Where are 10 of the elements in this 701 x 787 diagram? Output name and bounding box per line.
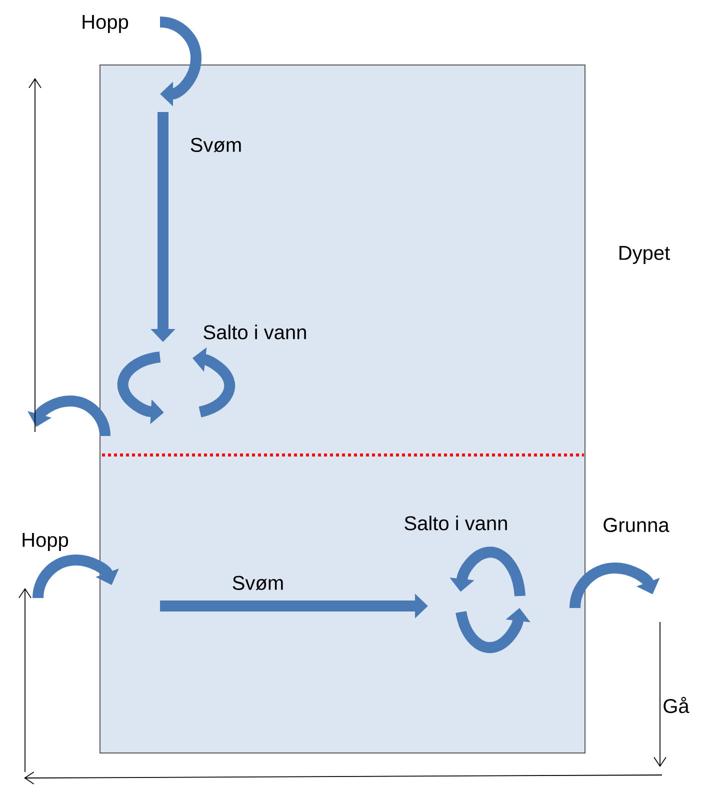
text-label: Dypet [620, 246, 670, 264]
text-label: Hopp [22, 533, 68, 551]
text-label: Salto i vann [204, 324, 306, 340]
text-label: Svøm [232, 576, 283, 590]
text-label: Svøm [190, 138, 241, 152]
pool-area [100, 64, 586, 754]
text-label: Grunna [604, 518, 670, 532]
text-label: Gå [664, 696, 690, 714]
text-label: Salto i vann [404, 516, 507, 530]
text-label: Hopp [82, 15, 128, 33]
